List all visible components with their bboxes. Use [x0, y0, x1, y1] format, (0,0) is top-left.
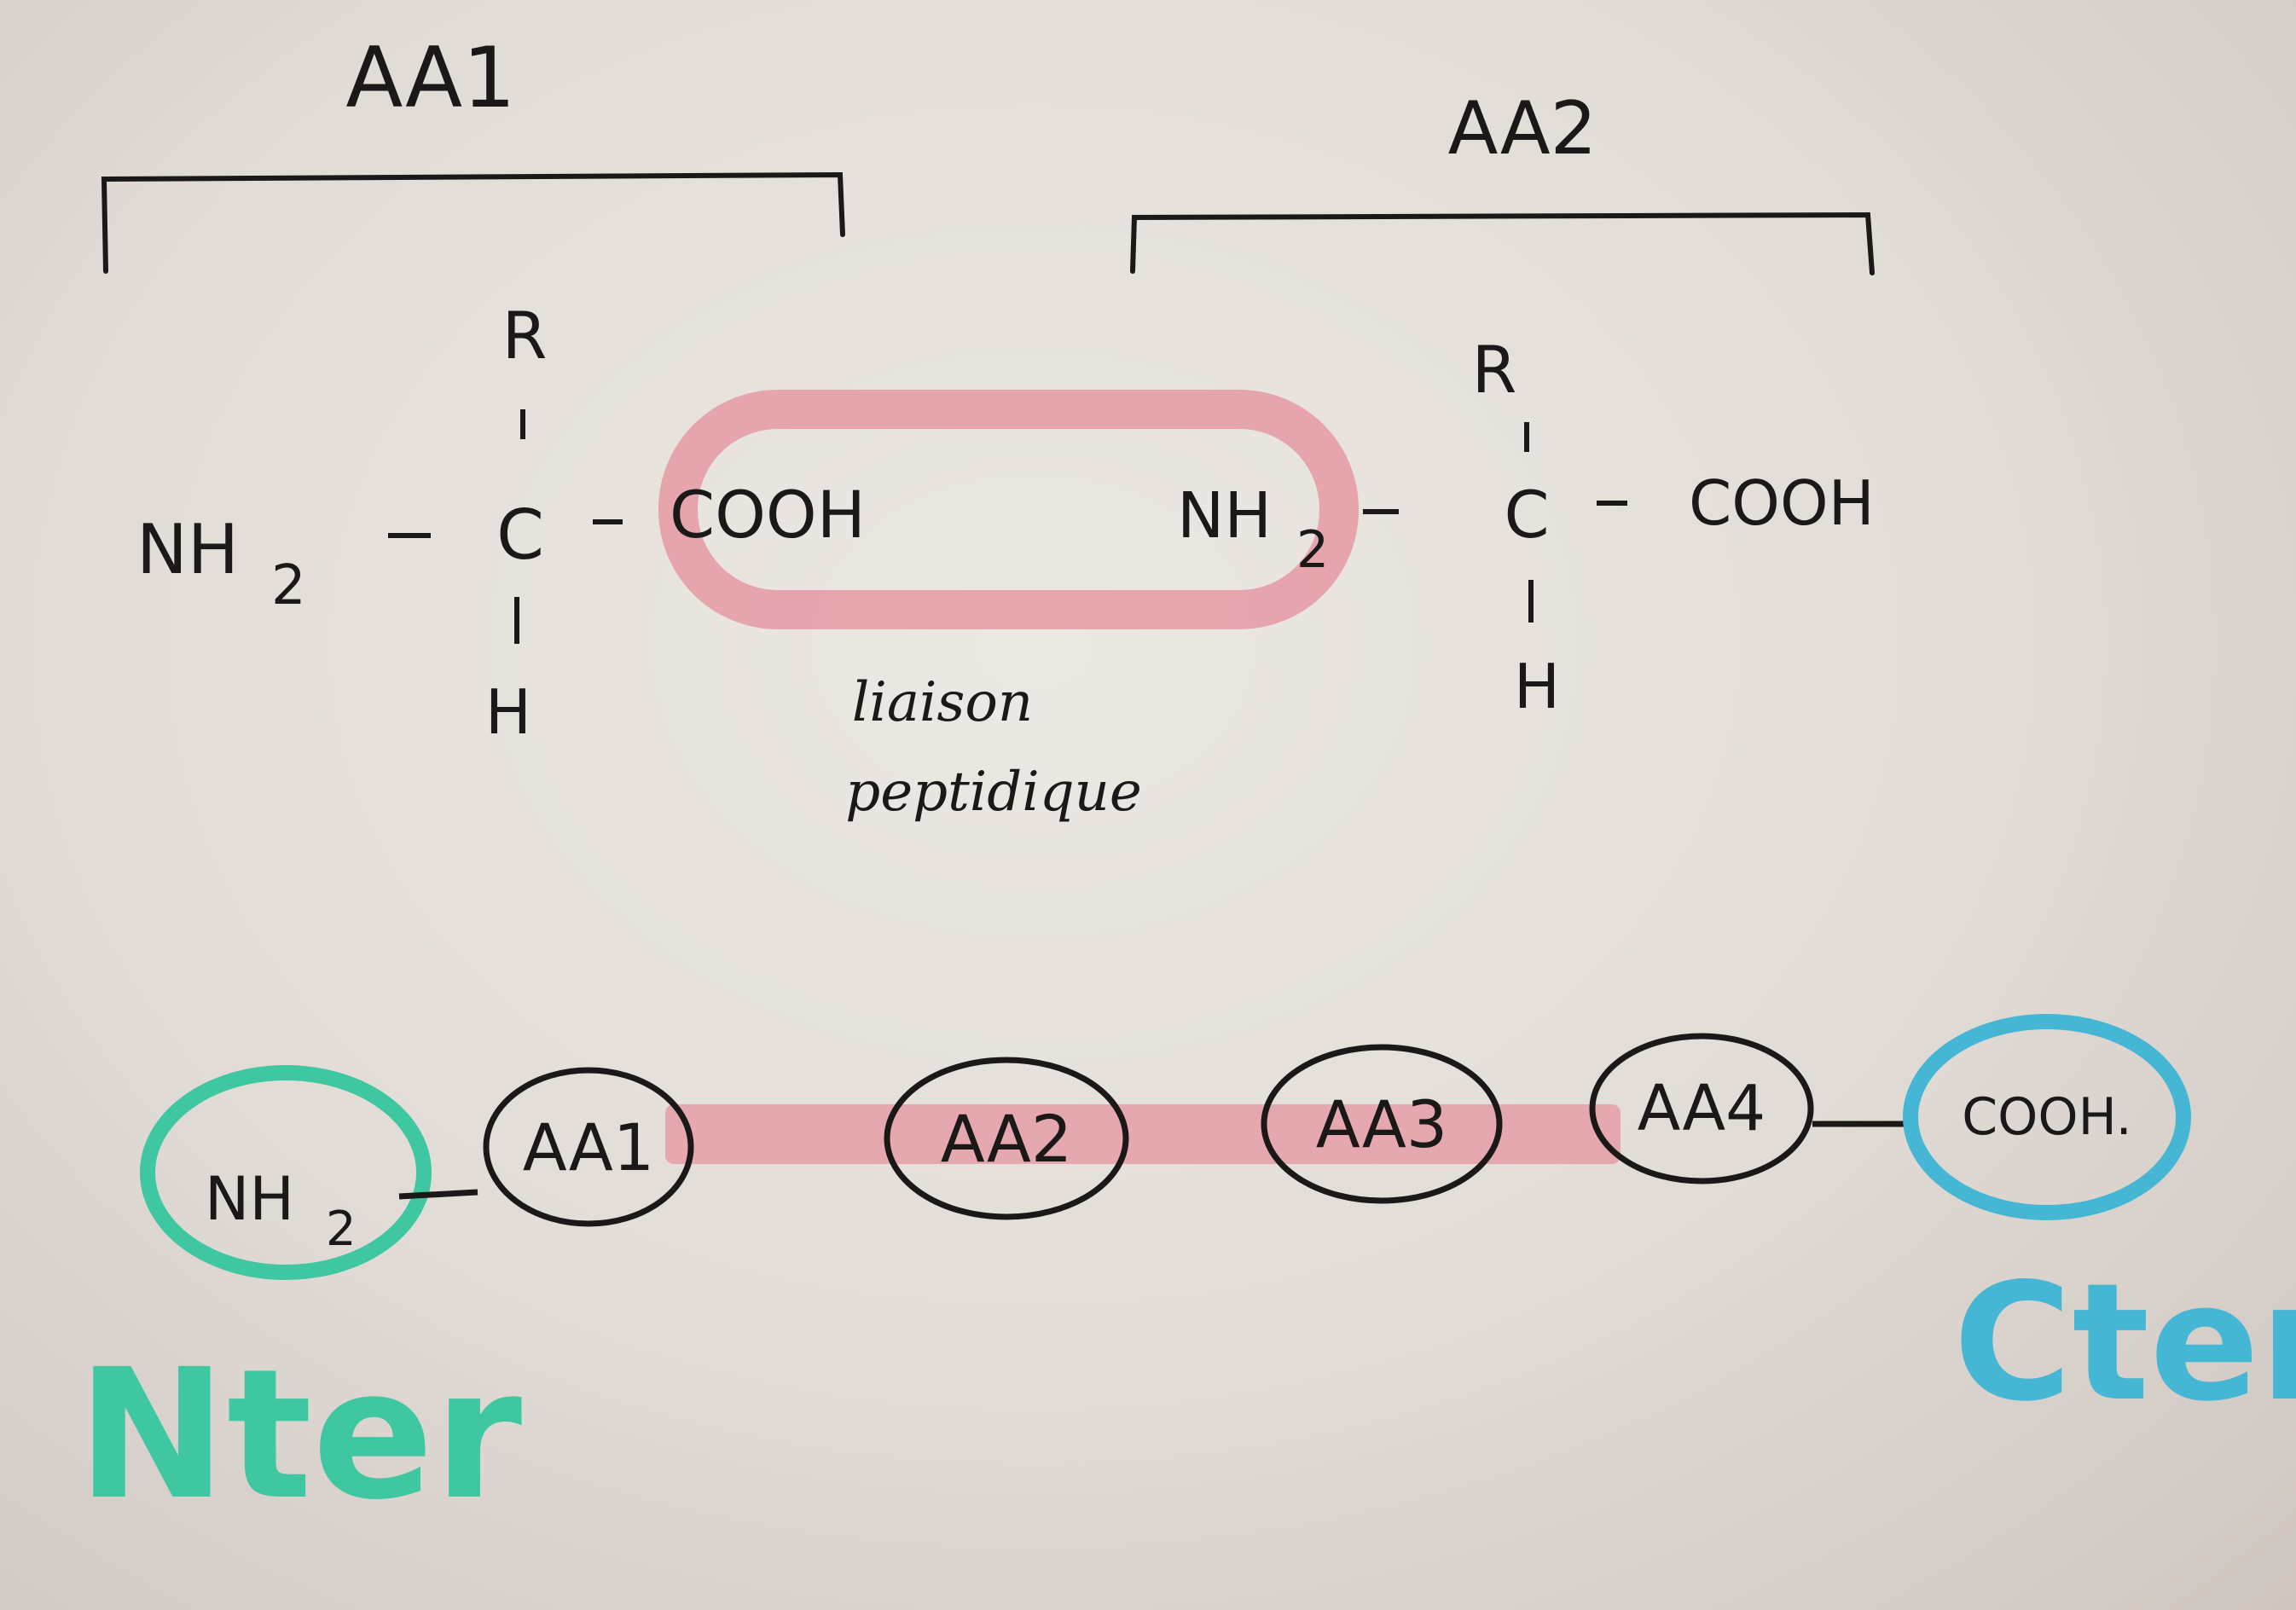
aa2-nh2-subscript: 2 [1296, 520, 1329, 580]
aa2-structure: R NH 2 C COOH H [1177, 332, 1875, 722]
aa1-alpha-carbon: C [496, 495, 544, 575]
c-terminal-label: Cter [1953, 1248, 2296, 1437]
aa1-label: AA1 [345, 30, 515, 127]
bond-label-line2: peptidique [845, 761, 1142, 824]
aa1-nh2-subscript: 2 [271, 554, 306, 617]
chain-residue: AA1 [483, 1067, 694, 1227]
aa2-hydrogen: H [1514, 651, 1560, 722]
chain-link-n [398, 1189, 478, 1200]
residue-oval [1589, 1033, 1814, 1184]
residue-oval [1261, 1044, 1503, 1204]
chain-c-group: COOH. [1962, 1087, 2131, 1147]
aa1-structure: R NH 2 C COOH H [136, 298, 866, 748]
bond-label-line1: liaison [852, 671, 1033, 734]
aa1-r-group: R [502, 298, 548, 374]
chain-n-group-subscript: 2 [326, 1202, 357, 1257]
aa2-alpha-carbon: C [1504, 477, 1549, 553]
residue-label: AA4 [1638, 1072, 1765, 1145]
n-terminal-label: Nter [77, 1330, 522, 1539]
aa1-bracket [101, 171, 845, 274]
residue-label: AA3 [1316, 1086, 1447, 1162]
residue-label: AA1 [523, 1109, 654, 1185]
residue-oval [884, 1057, 1129, 1220]
peptide-bond-highlight [658, 390, 1359, 629]
chain-residue: AA4 [1589, 1033, 1814, 1184]
aa2-nh2: NH [1177, 479, 1272, 553]
chain-residue: AA3 [1261, 1044, 1503, 1204]
aa1-nh2: NH [136, 510, 239, 589]
aa2-label: AA2 [1448, 86, 1597, 171]
aa2-r-group: R [1472, 332, 1517, 408]
aa2-bracket [1130, 211, 1875, 275]
chain-bond-highlight [665, 1104, 1621, 1164]
aa1-hydrogen: H [485, 676, 531, 748]
aa1-cooh: COOH [670, 477, 866, 553]
chain-n-group: NH [205, 1164, 294, 1234]
c-terminal-circle [1903, 1014, 2191, 1220]
residue-label: AA2 [941, 1101, 1072, 1177]
chain-residue: AA2 [884, 1057, 1129, 1220]
n-terminal-circle [140, 1065, 432, 1280]
aa2-cooh: COOH [1689, 467, 1875, 539]
residue-oval [483, 1067, 694, 1227]
